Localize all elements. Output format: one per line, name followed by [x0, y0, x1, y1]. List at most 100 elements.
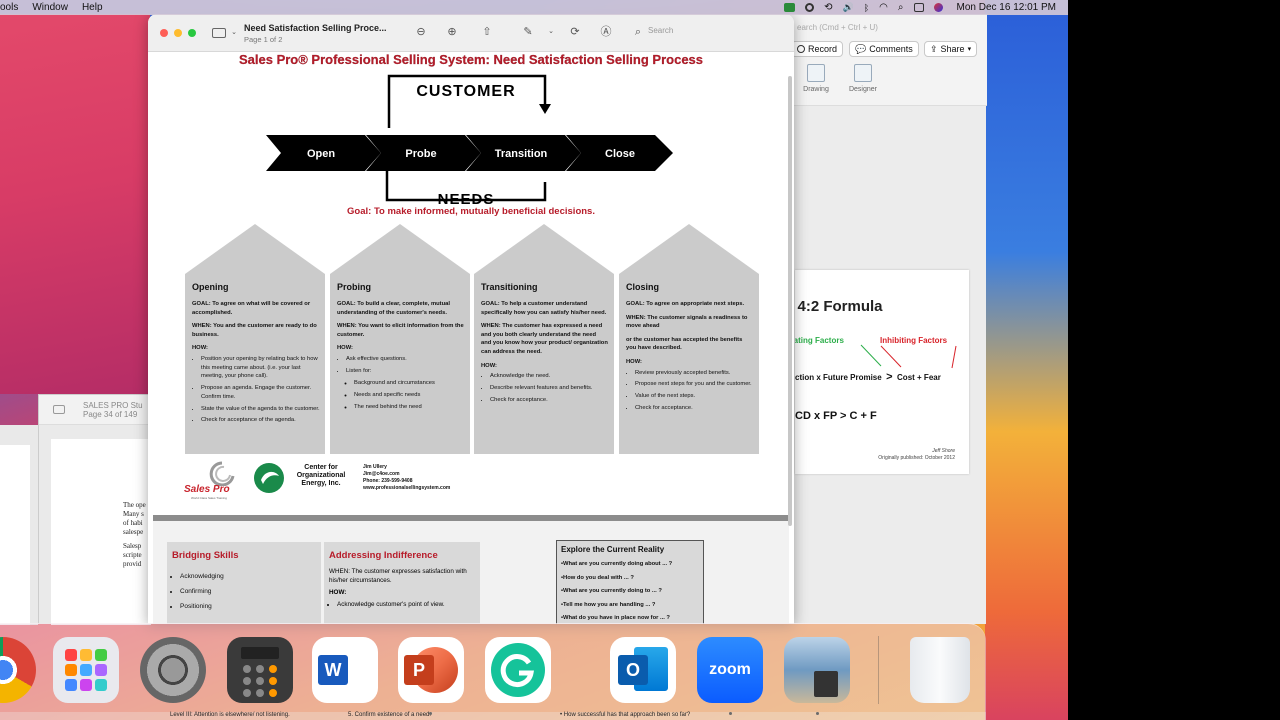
record-button[interactable]: Record: [791, 41, 844, 57]
selling-process-diagram: Open Probe Transition Close CUSTOMER NEE…: [266, 74, 673, 208]
sidebar-icon[interactable]: [53, 405, 65, 414]
column-and: and you both clearly understand the need: [481, 331, 596, 338]
word-app-icon[interactable]: W: [312, 637, 378, 703]
list-item: Describe relevant features and benefits.: [490, 384, 609, 393]
system-preferences-app-icon[interactable]: [140, 637, 206, 703]
dock: W P O zoom: [0, 623, 986, 720]
wallpaper-right: [985, 0, 1068, 720]
chevron-down-icon: ▾: [967, 46, 972, 53]
grammarly-circle: [491, 643, 545, 697]
close-window-button[interactable]: [160, 29, 168, 37]
list-item: Acknowledge customer's point of view.: [337, 601, 480, 608]
grammarly-app-icon[interactable]: [485, 637, 551, 703]
share-icon[interactable]: ⇧: [482, 26, 492, 38]
rotate-icon[interactable]: ⟳: [570, 26, 580, 38]
menu-window[interactable]: Window: [32, 2, 68, 13]
time-machine-icon[interactable]: ⟲: [824, 2, 833, 13]
zoom-in-icon[interactable]: ⊕: [447, 26, 457, 38]
needs-loop: [385, 166, 547, 202]
chevron-down-icon[interactable]: ⌄: [548, 28, 554, 35]
inhibiting-factors: Inhibiting Factors: [880, 336, 948, 345]
minimize-window-button[interactable]: [174, 29, 182, 37]
page-text-line: The ope: [123, 501, 146, 509]
motivating-factors: ivating Factors: [795, 336, 844, 345]
pentagon-shape: [619, 224, 759, 454]
control-center-icon[interactable]: [913, 3, 924, 12]
sidebar-toggle-icon[interactable]: [212, 28, 226, 38]
pentagon-shape: [185, 224, 325, 454]
customer-loop: [387, 74, 547, 128]
word-search-input[interactable]: earch (Cmd + Ctrl + U): [797, 23, 878, 32]
designer-icon: [854, 64, 872, 82]
record-icon: [797, 45, 805, 53]
clock[interactable]: Mon Dec 16 12:01 PM: [956, 2, 1057, 13]
bottom-text: 5. Confirm existence of a need.: [348, 712, 432, 718]
step-open-label: Open: [307, 148, 335, 160]
page-indicator: Page 1 of 2: [244, 35, 283, 44]
chevron-down-icon[interactable]: ⌄: [231, 29, 237, 36]
bluetooth-icon[interactable]: ᛒ: [863, 2, 870, 13]
menu-help[interactable]: Help: [81, 2, 103, 13]
indifference-heading: Addressing Indifference: [329, 550, 438, 561]
list-item: Review previously accepted benefits.: [635, 369, 754, 378]
addressing-indifference-box: Addressing Indifference WHEN: The custom…: [324, 542, 480, 624]
drawing-icon: [807, 64, 825, 82]
zoom-app-icon[interactable]: zoom: [697, 637, 763, 703]
trash-icon[interactable]: [910, 637, 970, 703]
chrome-app-icon[interactable]: [0, 637, 36, 703]
step-probe-arrow: [366, 135, 481, 171]
search-input[interactable]: Search: [648, 26, 674, 35]
word-toolbar: earch (Cmd + Ctrl + U) Record 💬Comments …: [781, 14, 987, 106]
formula-gt: >: [886, 371, 893, 383]
column-or: or the customer has accepted the benefit…: [626, 336, 743, 352]
desktop: earch (Cmd + Ctrl + U) Record 💬Comments …: [0, 0, 1068, 720]
launchpad-app-icon[interactable]: [53, 637, 119, 703]
markup-pen-icon[interactable]: ✎: [523, 26, 533, 38]
share-label: Share: [940, 44, 965, 54]
column-when: WHEN: The customer has expressed a need: [481, 323, 603, 330]
powerpoint-app-icon[interactable]: P: [398, 637, 464, 703]
calculator-app-icon[interactable]: [227, 637, 293, 703]
customer-box-bg: [389, 76, 547, 96]
annotate-icon[interactable]: Ⓐ: [600, 26, 612, 38]
bottom-text-strip: Level III: Attention is elsewhere/ not l…: [0, 712, 986, 720]
wifi-icon[interactable]: ◠: [879, 2, 888, 13]
formula-line: ction x Future Promise > Cost + Fear: [795, 371, 941, 383]
page-text-line: salespe: [123, 528, 144, 536]
screen-share-icon[interactable]: [784, 3, 796, 12]
list-item: Acknowledging: [180, 569, 321, 584]
zoom-window-button[interactable]: [188, 29, 196, 37]
list-item: Check for acceptance of the agenda.: [201, 416, 320, 425]
question-item: •What are you currently doing to ... ?: [561, 588, 662, 594]
drawing-label: Drawing: [803, 86, 829, 93]
bottom-text: Level III: Attention is elsewhere/ not l…: [170, 712, 290, 718]
preview-scrollbar[interactable]: [788, 76, 792, 526]
column-goal: GOAL: To agree on appropriate next steps…: [626, 301, 745, 307]
pentagon-shape: [330, 224, 470, 454]
column-and: and you know how your product/ organizat…: [481, 340, 608, 355]
column-heading: Transitioning: [481, 282, 538, 292]
slide-arrows: [860, 344, 957, 369]
zoom-out-icon[interactable]: ⊖: [416, 26, 426, 38]
column-body: GOAL: To agree on what will be covered o…: [192, 300, 320, 428]
list-item: Listen for:: [346, 367, 465, 376]
menu-tools[interactable]: ools: [0, 2, 19, 13]
drawing-tool[interactable]: Drawing: [796, 64, 836, 93]
slide-thumbnail[interactable]: e 4:2 Formula ivating Factors Inhibiting…: [795, 270, 969, 474]
closing-column: Closing GOAL: To agree on appropriate ne…: [619, 224, 759, 454]
contact-block: Jim Ullery Jim@c4oe.com Phone: 239-599-9…: [363, 464, 450, 492]
volume-icon[interactable]: 🔊: [842, 2, 854, 12]
outlook-app-icon[interactable]: O: [610, 637, 676, 703]
designer-tool[interactable]: Designer: [843, 64, 883, 93]
document-title: Need Satisfaction Selling Proce...: [244, 23, 387, 33]
chrome-status-icon[interactable]: [805, 3, 815, 12]
pages-title: SALES PRO Stu: [83, 401, 143, 410]
comments-label: Comments: [869, 44, 913, 54]
siri-icon[interactable]: [933, 3, 943, 12]
spotlight-search-icon[interactable]: ⌕: [897, 2, 904, 13]
share-button[interactable]: ⇪Share▾: [924, 41, 978, 57]
preview-app-icon[interactable]: [784, 637, 850, 703]
needs-label: NEEDS: [438, 191, 495, 208]
comments-button[interactable]: 💬Comments: [849, 41, 919, 57]
step-close-label: Close: [605, 148, 635, 160]
